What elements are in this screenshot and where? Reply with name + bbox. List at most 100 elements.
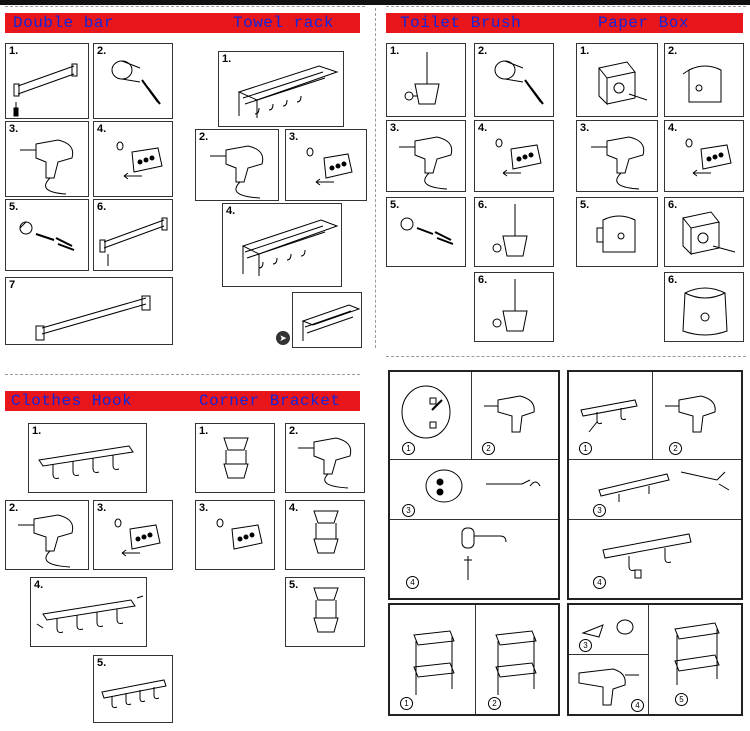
paper-box-step-1: 1. (576, 43, 658, 117)
divider (5, 374, 360, 375)
clothes-hook-step-4: 4. (30, 577, 147, 647)
corner-bracket-step-1: 1. (195, 423, 275, 493)
step-number: 6. (97, 201, 107, 213)
paper-box-step-5: 5. (576, 197, 658, 267)
wall-holes-icon (306, 147, 353, 186)
step-number: 6. (668, 274, 678, 286)
drill-icon (578, 668, 639, 706)
clothes-hook-step-5: 5. (93, 655, 173, 723)
paper-box-icon (598, 61, 648, 106)
towel-bar-icon (35, 295, 151, 341)
corner-shelf-icon (223, 437, 249, 479)
hook-rail-icon (461, 527, 507, 580)
anchor-plug-icon (581, 619, 634, 638)
arrow-right-icon: ➤ (276, 331, 290, 345)
step-number: 1. (580, 45, 590, 57)
hook-rail-icon (36, 595, 144, 633)
towel-rack-icon (674, 622, 720, 685)
diagram-step-4: 4 (390, 520, 558, 598)
step-number: 3. (9, 123, 19, 135)
double-bar-step-7: 7 (5, 277, 173, 345)
diagram-step-3: 3 (569, 605, 649, 655)
towel-rack-icon (495, 630, 537, 695)
step-circle: 1 (400, 697, 413, 710)
diagram-step-4: 4 (569, 655, 649, 714)
towel-rack-icon (241, 219, 339, 276)
drill-icon (399, 136, 453, 190)
corner-shelf-icon (313, 510, 339, 554)
step-circle: 3 (402, 504, 415, 517)
clothes-hook-step-2: 2. (5, 500, 89, 570)
diagram-shelf-rack: 1 2 (388, 603, 560, 716)
drill-icon (210, 145, 264, 199)
step-number: 1. (32, 425, 42, 437)
paper-box-icon (682, 65, 722, 103)
toilet-brush-step-3: 3. (386, 120, 466, 192)
banner-double-bar-towel-rack: Double bar Towel rack (5, 13, 360, 33)
towel-rack-step-4: 4. (222, 203, 342, 287)
wall-holes-icon (495, 138, 542, 177)
step-circle: 2 (482, 442, 495, 455)
banner-clothes-hook-corner-bracket: Clothes Hook Corner Bracket (5, 391, 360, 411)
diagram-shelf-install: 3 4 5 (567, 603, 743, 716)
towel-bar-icon (13, 63, 78, 117)
diagram-step-3: 3 (569, 460, 741, 520)
step-circle: 5 (675, 693, 688, 706)
toilet-brush-step-6: 6. (474, 197, 554, 267)
diagram-double-hook: 1 2 3 4 (567, 370, 743, 600)
wall-holes-icon (685, 138, 732, 177)
step-number: 2. (668, 45, 678, 57)
towel-bar-icon (99, 217, 168, 266)
double-bar-step-1: 1. (5, 43, 89, 119)
wall-holes-icon (216, 518, 263, 550)
screw-icon (400, 217, 454, 245)
step-circle: 3 (593, 504, 606, 517)
divider (386, 356, 746, 357)
divider (5, 6, 365, 7)
towel-rack-step-3: 3. (285, 129, 367, 201)
paper-box-icon (596, 215, 636, 253)
step-number: 6. (478, 199, 488, 211)
diagram-step-2: 2 (476, 605, 558, 714)
corner-bracket-step-5: 5. (285, 577, 365, 647)
corner-bracket-step-4: 4. (285, 500, 365, 570)
step-number: 5. (289, 579, 299, 591)
hook-rail-icon (38, 445, 134, 479)
toilet-brush-icon (404, 52, 440, 105)
banner-title-clothes-hook: Clothes Hook (11, 392, 133, 410)
corner-bracket-step-3: 3. (195, 500, 275, 570)
paper-box-icon (682, 211, 736, 256)
step-circle: 4 (593, 576, 606, 589)
step-number: 1. (390, 45, 400, 57)
step-number: 4. (34, 579, 44, 591)
toilet-brush-step-1: 1. (386, 43, 466, 117)
step-number: 3. (289, 131, 299, 143)
diagram-step-1: 1 (390, 372, 472, 460)
step-number: 4. (668, 122, 678, 134)
paper-box-icon (682, 287, 728, 336)
paper-box-step-3: 3. (576, 120, 658, 192)
step-number: 4. (97, 123, 107, 135)
toilet-brush-step-4: 4. (474, 120, 554, 192)
double-bar-step-5: 5. (5, 199, 89, 271)
step-number: 1. (199, 425, 209, 437)
hook-rail-icon (580, 399, 638, 433)
step-number: 1. (9, 45, 19, 57)
clothes-hook-step-3: 3. (93, 500, 173, 570)
banner-title-double-bar: Double bar (13, 14, 115, 32)
towel-rack-step-1: 1. (218, 51, 344, 127)
anchor-plug-icon (425, 469, 541, 503)
toilet-brush-icon (492, 279, 528, 332)
diagram-step-1: 1 (390, 605, 476, 714)
paper-box-step-4: 4. (664, 120, 744, 192)
corner-shelf-icon (313, 587, 339, 633)
drill-icon (591, 136, 645, 190)
clothes-hook-step-1: 1. (28, 423, 147, 493)
diagram-step-2: 2 (653, 372, 741, 460)
step-number: 2. (289, 425, 299, 437)
banner-title-toilet-brush: Toilet Brush (400, 14, 522, 32)
anchor-plug-icon (111, 60, 161, 105)
step-circle: 1 (579, 442, 592, 455)
banner-title-towel-rack: Towel rack (233, 14, 335, 32)
